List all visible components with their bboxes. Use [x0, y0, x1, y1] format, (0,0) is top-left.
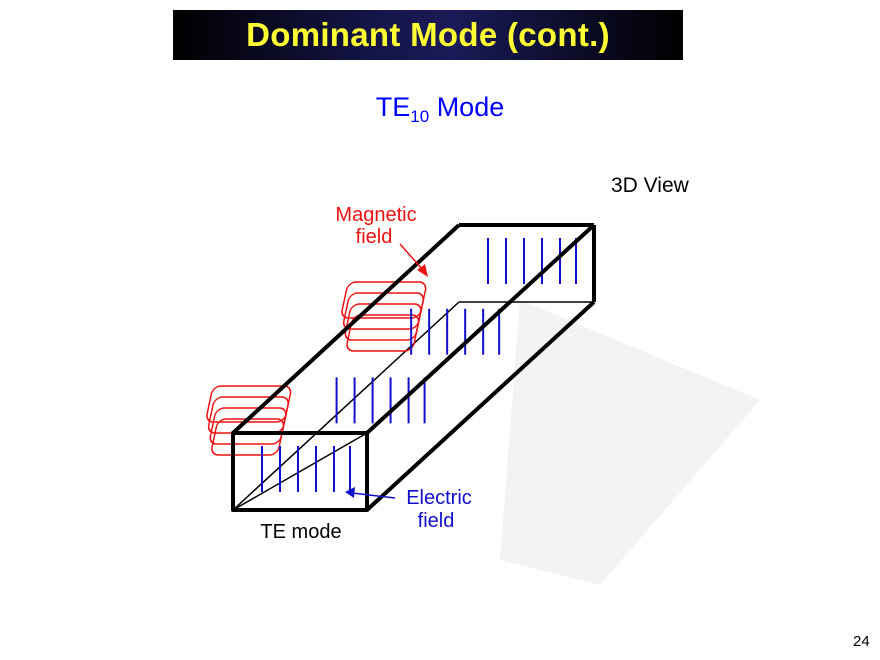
magnetic-loop: [209, 407, 287, 445]
view-label: 3D View: [611, 174, 689, 197]
magnetic-label-line2: field: [356, 226, 393, 248]
magnetic-loop: [211, 418, 285, 456]
slide-title: Dominant Mode (cont.): [246, 16, 610, 53]
magnetic-loop: [346, 314, 420, 352]
electric-label-line2: field: [418, 510, 455, 532]
title-bar: Dominant Mode (cont.): [173, 10, 683, 60]
subtitle-main: TE: [375, 92, 411, 122]
waveguide-hidden-edges: [232, 301, 594, 511]
mode-label: TE mode: [260, 521, 341, 543]
shadow-area: [500, 300, 760, 585]
electric-label-line1: Electric: [406, 487, 472, 509]
page-number: 24: [853, 633, 870, 650]
magnetic-loop: [207, 396, 289, 434]
subtitle-tail: Mode: [429, 92, 505, 122]
subtitle-subscript: 10: [410, 107, 430, 126]
magnetic-label-line1: Magnetic: [335, 204, 416, 226]
slide-subtitle: TE10 Mode: [0, 92, 880, 127]
magnetic-arrow: [399, 243, 428, 277]
waveguide-outline: [231, 223, 596, 512]
electric-field-lines: [261, 238, 577, 492]
electric-arrow: [345, 487, 396, 499]
magnetic-field-loops: [206, 281, 427, 456]
magnetic-loop: [341, 281, 427, 319]
